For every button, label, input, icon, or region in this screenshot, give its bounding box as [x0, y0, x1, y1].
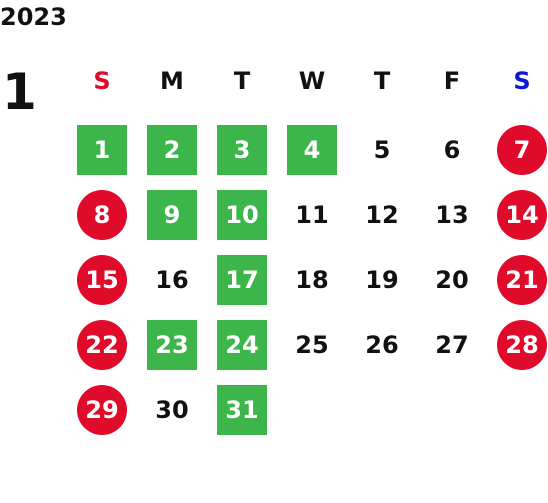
day-cell[interactable]: 2: [147, 125, 197, 175]
day-cell[interactable]: 29: [77, 385, 127, 435]
calendar-year: 2023: [0, 3, 67, 31]
day-cell[interactable]: 23: [147, 320, 197, 370]
weekday-header: W: [298, 67, 326, 95]
weekday-header: S: [93, 67, 111, 95]
day-cell[interactable]: 6: [443, 136, 461, 164]
calendar-month: 1: [2, 63, 37, 121]
day-cell[interactable]: 27: [435, 331, 469, 359]
day-cell[interactable]: 20: [435, 266, 469, 294]
day-cell[interactable]: 11: [295, 201, 329, 229]
day-cell[interactable]: 12: [365, 201, 399, 229]
weekday-header: S: [513, 67, 531, 95]
day-cell[interactable]: 1: [77, 125, 127, 175]
day-cell[interactable]: 14: [497, 190, 547, 240]
day-cell[interactable]: 21: [497, 255, 547, 305]
day-cell[interactable]: 4: [287, 125, 337, 175]
day-cell[interactable]: 28: [497, 320, 547, 370]
day-cell[interactable]: 3: [217, 125, 267, 175]
weekday-header: T: [233, 67, 251, 95]
day-cell[interactable]: 19: [365, 266, 399, 294]
day-cell[interactable]: 17: [217, 255, 267, 305]
day-cell[interactable]: 31: [217, 385, 267, 435]
day-cell[interactable]: 15: [77, 255, 127, 305]
day-cell[interactable]: 18: [295, 266, 329, 294]
day-cell[interactable]: 30: [155, 396, 189, 424]
day-cell[interactable]: 25: [295, 331, 329, 359]
day-cell[interactable]: 9: [147, 190, 197, 240]
day-cell[interactable]: 10: [217, 190, 267, 240]
day-cell[interactable]: 24: [217, 320, 267, 370]
day-cell[interactable]: 26: [365, 331, 399, 359]
day-cell[interactable]: 7: [497, 125, 547, 175]
day-cell[interactable]: 16: [155, 266, 189, 294]
weekday-header: F: [443, 67, 461, 95]
day-cell[interactable]: 8: [77, 190, 127, 240]
day-cell[interactable]: 5: [373, 136, 391, 164]
day-cell[interactable]: 22: [77, 320, 127, 370]
day-cell[interactable]: 13: [435, 201, 469, 229]
weekday-header: T: [373, 67, 391, 95]
weekday-header: M: [160, 67, 184, 95]
